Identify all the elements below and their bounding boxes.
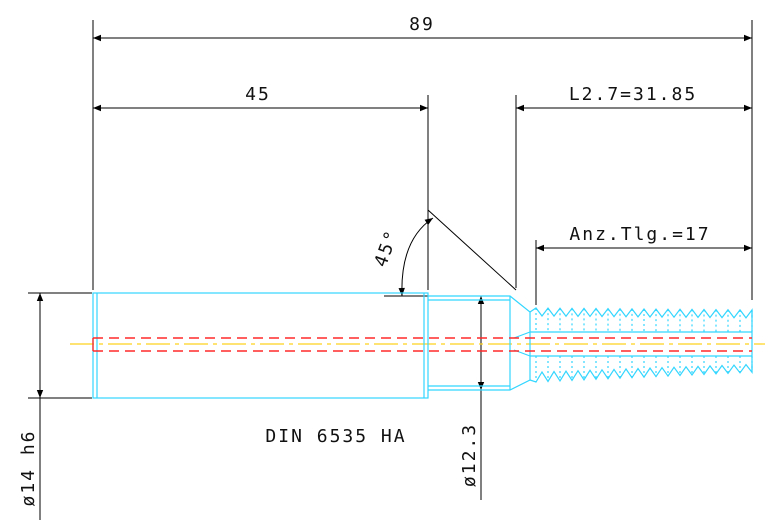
dimension-neck-diameter: ø12.3 — [459, 296, 485, 500]
thread-length-label: L2.7=31.85 — [569, 84, 697, 105]
overall-length-label: 89 — [409, 14, 435, 35]
dimension-overall-length: 89 — [93, 14, 752, 42]
extension-lines — [28, 20, 753, 399]
dimension-shank-length: 45 — [93, 84, 428, 112]
coolant-bore — [92, 337, 752, 352]
tool-neck — [428, 295, 531, 391]
shank-diameter-label: ø14 h6 — [18, 429, 39, 506]
tool-shank — [92, 292, 429, 399]
shank-length-label: 45 — [245, 84, 271, 105]
standard-label: DIN 6535 HA — [265, 426, 406, 447]
thread-count-label: Anz.Tlg.=17 — [569, 224, 710, 245]
dimension-shank-diameter: ø14 h6 — [18, 293, 44, 520]
dimension-thread-length: L2.7=31.85 — [516, 84, 752, 112]
dimension-thread-count: Anz.Tlg.=17 — [536, 224, 752, 252]
chamfer-angle-label: 45° — [370, 226, 403, 269]
neck-diameter-label: ø12.3 — [459, 423, 480, 487]
tool-thread — [529, 307, 753, 383]
dimension-chamfer-angle: 45° — [370, 209, 517, 297]
